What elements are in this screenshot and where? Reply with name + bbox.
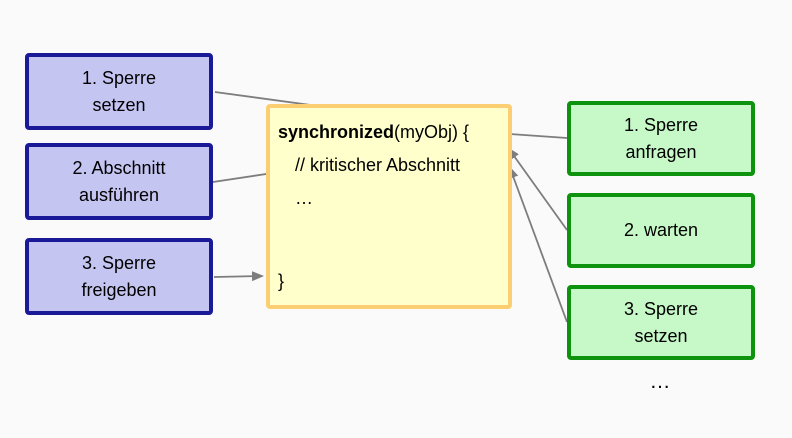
left-box-2-line-2: ausführen [78,184,160,205]
arrow-sperre-setzen-rechts-to-code [508,166,568,323]
left-box-sperre-setzen: 1. Sperre setzen [25,53,213,130]
code-closing-brace: } [278,271,285,291]
right-box-1-line-2: anfragen [625,141,697,162]
left-box-sperre-freigeben: 3. Sperre freigeben [25,238,213,315]
left-box-3-line-2: freigeben [81,279,157,300]
left-box-1-line-2: setzen [92,94,146,115]
left-box-abschnitt-ausfuehren: 2. Abschnitt ausführen [25,143,213,220]
right-box-sperre-anfragen: 1. Sperre anfragen [567,101,755,176]
right-box-sperre-setzen: 3. Sperre setzen [567,285,755,360]
code-keyword-synchronized: synchronized [278,122,395,142]
left-box-2-line-1: 2. Abschnitt [72,157,166,178]
code-line-ellipsis: … [295,188,313,208]
code-line-1: synchronized(myObj) { [278,116,504,149]
code-line-1-rest: (myObj) { [394,122,470,142]
right-box-warten: 2. warten [567,193,755,268]
left-box-1-line-1: 1. Sperre [81,67,157,88]
arrow-sperre-freigeben-to-code [213,271,264,282]
code-box: synchronized(myObj) { // kritischer Absc… [266,104,512,309]
bottom-ellipsis: … [649,370,671,393]
right-box-3-line-1: 3. Sperre [623,298,699,319]
right-box-1-line-1: 1. Sperre [623,114,699,135]
arrow-warten-to-code [507,147,568,231]
right-box-2-line-1: 2. warten [623,220,699,240]
left-box-3-line-1: 3. Sperre [81,252,157,273]
right-box-3-line-2: setzen [634,325,688,346]
code-line-comment: // kritischer Abschnitt [295,155,461,175]
